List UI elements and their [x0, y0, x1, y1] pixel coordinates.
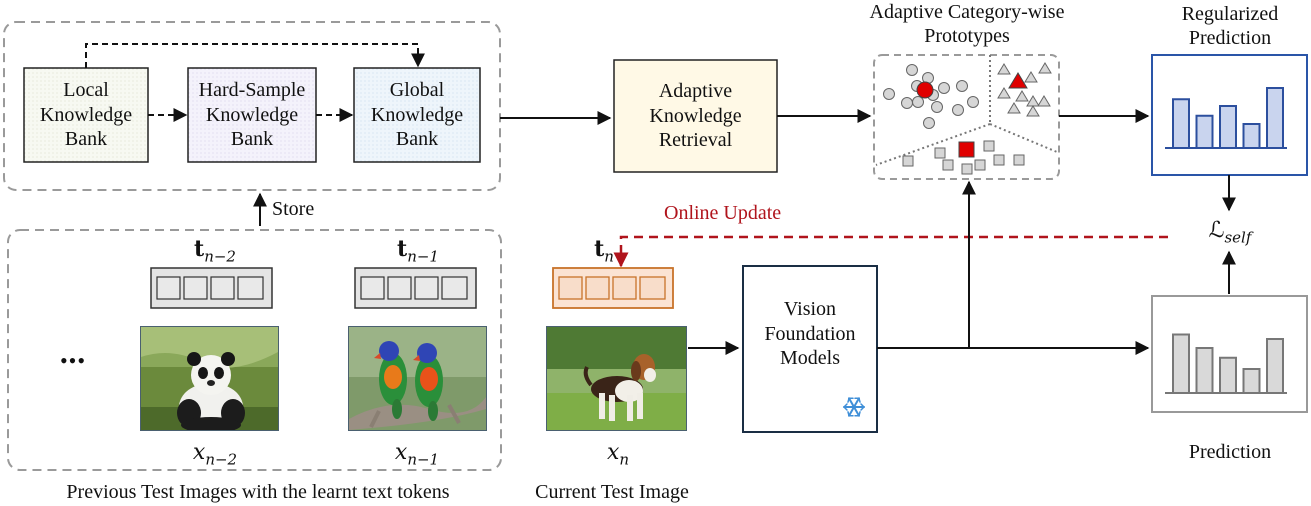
token-box-n-1: [354, 267, 477, 309]
image-label-n: xn: [598, 440, 638, 469]
local-bank-text: Local Knowledge Bank: [39, 79, 133, 151]
global-bank-label: Global Knowledge Bank: [354, 68, 480, 162]
token-sub-n: n: [604, 247, 614, 266]
prediction-label: Prediction: [1188, 441, 1272, 463]
prototype-dividers: [875, 55, 1058, 166]
loss-subscript: self: [1224, 228, 1252, 247]
retrieval-text: Adaptive Knowledge Retrieval: [649, 80, 742, 152]
image-label-n-2: xn−2: [170, 440, 260, 469]
prediction-bar-5: [1266, 338, 1284, 394]
regularized-bar-1: [1172, 98, 1190, 149]
image-var-n-2: x: [192, 440, 206, 465]
hard-bank-label: Hard-Sample Knowledge Bank: [186, 68, 318, 162]
prediction-bar-2: [1195, 347, 1214, 394]
regularized-bar-2: [1195, 114, 1214, 149]
token-box-n: [552, 267, 674, 309]
global-bank-text: Global Knowledge Bank: [370, 79, 464, 151]
prototype-circles: [883, 64, 979, 129]
global-bank-box: [353, 67, 481, 163]
regularized-bar-4: [1242, 123, 1261, 149]
prediction-bar-4: [1242, 368, 1261, 394]
caption-current: Current Test Image: [535, 481, 689, 503]
prototypes-box: [873, 54, 1060, 180]
hard-bank-box: [187, 67, 317, 163]
prototype-squares: [902, 140, 1025, 175]
panda-image: [140, 326, 279, 431]
token-sub-n-1: n−1: [407, 247, 439, 266]
caption-previous: Previous Test Images with the learnt tex…: [66, 481, 450, 503]
retrieval-box: [613, 59, 778, 173]
token-box-n-2: [150, 267, 273, 309]
prototype-circle-red: [916, 81, 934, 99]
knowledge-banks-container: [3, 21, 501, 191]
dog-image: [546, 326, 687, 431]
regularized-title: Regularized Prediction: [1181, 3, 1279, 50]
prediction-bar-1: [1172, 333, 1190, 394]
prototype-triangles: [997, 62, 1052, 117]
prediction-bar-chart: [1165, 333, 1287, 394]
parrots-image: [348, 326, 487, 431]
token-label-n-2: tn−2: [170, 236, 260, 266]
online-update-line: [613, 235, 1168, 268]
prediction-bar-3: [1219, 356, 1237, 394]
prototype-triangle-red: [1008, 72, 1028, 89]
token-label-n: tn: [584, 236, 624, 266]
loss-symbol: ℒ: [1208, 218, 1225, 243]
token-symbol-n: t: [594, 236, 605, 262]
image-var-n: x: [606, 440, 620, 465]
snowflake-icon: [843, 397, 865, 417]
local-bank-label: Local Knowledge Bank: [24, 68, 148, 162]
token-label-n-1: tn−1: [373, 236, 463, 266]
regularized-bar-3: [1219, 105, 1237, 149]
image-sub-n-2: n−2: [205, 450, 238, 469]
online-update-label: Online Update: [664, 202, 782, 224]
regularized-bar-5: [1266, 87, 1284, 149]
image-var-n-1: x: [394, 440, 408, 465]
regularized-bar-chart: [1165, 87, 1287, 149]
image-sub-n: n: [619, 450, 630, 469]
vfm-text: Vision Foundation Models: [764, 298, 856, 370]
vfm-label: Vision Foundation Models: [743, 266, 877, 432]
prototype-square-red: [958, 141, 975, 158]
image-label-n-1: xn−1: [372, 440, 462, 469]
prototypes-title: Adaptive Category-wise Prototypes: [869, 1, 1065, 48]
token-symbol-n-2: t: [194, 236, 205, 262]
token-symbol-n-1: t: [397, 236, 408, 262]
ellipsis: •••: [59, 348, 87, 373]
store-label: Store: [272, 198, 315, 220]
retrieval-label: Adaptive Knowledge Retrieval: [614, 60, 777, 172]
loss-label: ℒself: [1200, 218, 1260, 247]
hard-bank-text: Hard-Sample Knowledge Bank: [198, 79, 306, 151]
arrow-local-to-global: [85, 43, 425, 68]
token-sub-n-2: n−2: [204, 247, 236, 266]
image-sub-n-1: n−1: [407, 450, 440, 469]
